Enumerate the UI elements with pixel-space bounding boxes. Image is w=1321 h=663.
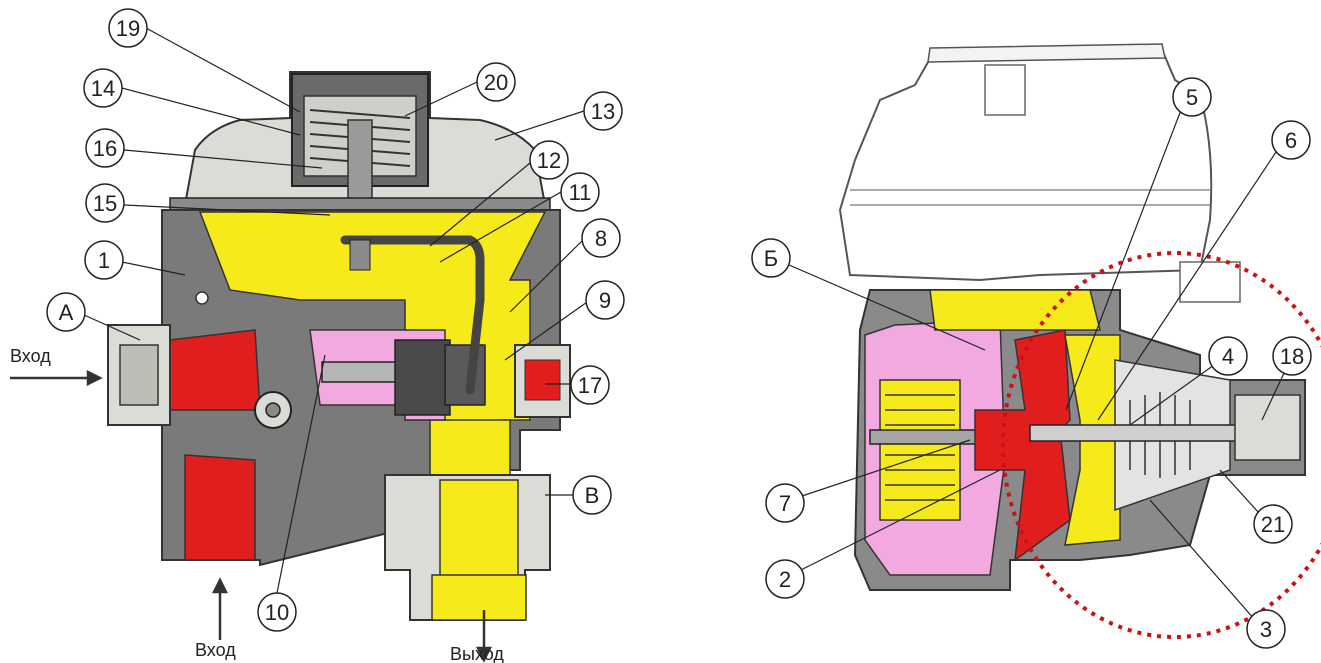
leader-lines xyxy=(83,27,1293,629)
callout-2: 2 xyxy=(765,559,805,599)
callout-3: 3 xyxy=(1246,609,1286,649)
svg-text:6: 6 xyxy=(1285,128,1297,153)
callout-5: 5 xyxy=(1172,77,1212,117)
svg-text:12: 12 xyxy=(537,148,561,173)
callout-21: 21 xyxy=(1253,504,1293,544)
left-callouts: 19 14 16 15 1 A 20 13 12 11 8 9 17 B 10 xyxy=(46,8,625,632)
svg-text:4: 4 xyxy=(1222,344,1234,369)
inlet-passage-bottom xyxy=(184,454,256,561)
svg-text:5: 5 xyxy=(1186,85,1198,110)
inlet-bottom-label: Вход xyxy=(195,640,236,660)
valve-lever xyxy=(340,235,485,395)
inlet-side-label: Вход xyxy=(10,346,51,366)
callout-18: 18 xyxy=(1272,336,1312,376)
callout-17: 17 xyxy=(570,365,610,405)
callout-19: 19 xyxy=(108,8,148,48)
callout-Б: Б xyxy=(751,238,791,278)
outlet-bottom-label: Выход xyxy=(450,644,504,663)
svg-text:20: 20 xyxy=(484,70,508,95)
svg-text:A: A xyxy=(59,300,74,325)
callout-14: 14 xyxy=(83,68,123,108)
svg-text:2: 2 xyxy=(779,567,791,592)
callout-16: 16 xyxy=(85,128,125,168)
svg-text:17: 17 xyxy=(578,373,602,398)
callout-15: 15 xyxy=(85,183,125,223)
left-cross-section xyxy=(10,71,571,663)
callout-11: 11 xyxy=(560,172,600,212)
svg-text:8: 8 xyxy=(595,226,607,251)
inlet-passage-side xyxy=(169,329,261,411)
first-stage-spring xyxy=(879,379,961,521)
svg-text:13: 13 xyxy=(591,99,615,124)
svg-text:15: 15 xyxy=(93,191,117,216)
svg-text:16: 16 xyxy=(93,136,117,161)
right-cross-section xyxy=(838,43,1321,639)
svg-text:9: 9 xyxy=(599,288,611,313)
flow-arrows xyxy=(10,369,493,663)
callout-8: 8 xyxy=(581,218,621,258)
svg-text:14: 14 xyxy=(91,76,115,101)
callout-A: A xyxy=(46,292,86,332)
svg-text:19: 19 xyxy=(116,16,140,41)
highlight-circle xyxy=(1001,251,1321,639)
svg-text:18: 18 xyxy=(1280,344,1304,369)
high-pressure-core xyxy=(974,329,1071,562)
svg-text:Б: Б xyxy=(764,246,778,271)
callout-20: 20 xyxy=(476,62,516,102)
svg-text:3: 3 xyxy=(1260,617,1272,642)
callout-4: 4 xyxy=(1208,336,1248,376)
callout-1: 1 xyxy=(84,240,124,280)
svg-text:7: 7 xyxy=(779,491,791,516)
svg-text:21: 21 xyxy=(1261,512,1285,537)
right-callouts: Б 5 6 4 18 7 2 21 3 xyxy=(751,77,1312,649)
callout-7: 7 xyxy=(765,483,805,523)
callout-9: 9 xyxy=(585,280,625,320)
callout-13: 13 xyxy=(583,91,623,131)
callout-12: 12 xyxy=(529,140,569,180)
callout-B: B xyxy=(572,475,612,515)
svg-text:11: 11 xyxy=(569,180,592,205)
svg-text:1: 1 xyxy=(98,248,110,273)
svg-text:10: 10 xyxy=(265,600,289,625)
svg-text:B: B xyxy=(585,483,600,508)
callout-6: 6 xyxy=(1271,120,1311,160)
callout-10: 10 xyxy=(257,592,297,632)
